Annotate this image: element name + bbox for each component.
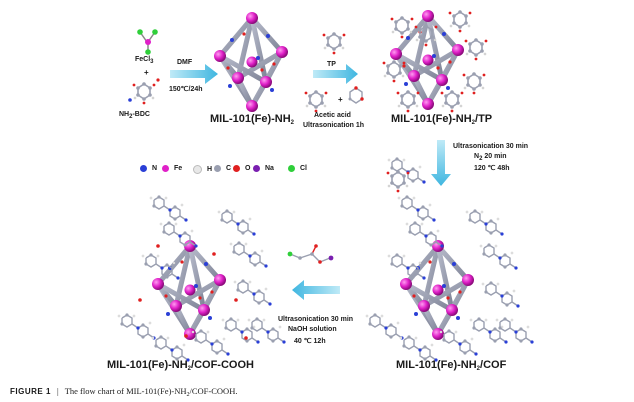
legend-label-n: N [152, 165, 158, 172]
legend-dot-fe [162, 165, 169, 172]
fecl3-molecule [137, 29, 158, 55]
step3-line3: 120 ℃ 48h [474, 165, 510, 172]
legend-item-fe: Fe [162, 165, 182, 172]
step4-line2: NaOH solution [288, 326, 337, 333]
amine-linker-molecule [303, 89, 329, 114]
legend-label-o: O [245, 165, 251, 172]
legend-item-c: C [214, 165, 231, 172]
acetic-acid-molecule [348, 86, 364, 104]
legend-item-cl: Cl [288, 165, 307, 172]
legend-item-n: N [140, 165, 157, 172]
step2-condition: Ultrasonication 1h [303, 122, 365, 129]
legend-label-c: C [226, 165, 232, 172]
caption-figure-number: FIGURE 1 [10, 387, 51, 396]
step4-line3: 40 ℃ 12h [294, 338, 326, 345]
legend-dot-o [233, 165, 240, 172]
product3-label: MIL-101(Fe)-NH2/COF [396, 359, 507, 372]
product2-label: MIL-101(Fe)-NH2/TP [391, 113, 493, 126]
legend-item-h: H [193, 165, 212, 174]
nh2-bdc-molecule [128, 78, 160, 106]
legend-dot-cl [288, 165, 295, 172]
step2-acid: Acetic acid [314, 112, 351, 119]
mil101-tp-structure [381, 10, 489, 114]
legend-label-cl: Cl [300, 165, 307, 172]
chloroacetate-molecule [287, 244, 334, 264]
step2-plus: + [338, 95, 343, 104]
arrow-step1 [170, 64, 218, 84]
product4-label: MIL-101(Fe)-NH2/COF-COOH [107, 359, 254, 372]
mil101-cof-structure [365, 194, 535, 363]
mil101-cof-cooh-structure [117, 194, 287, 363]
legend-item-na: Na [253, 165, 274, 172]
legend-label-h: H [207, 166, 213, 173]
legend-item-o: O [233, 165, 250, 172]
fecl3-label: FeCl3 [135, 56, 154, 65]
legend-dot-na [253, 165, 260, 172]
arrow-step3 [431, 140, 451, 186]
mil101-octahedron [214, 12, 288, 112]
step1-condition: 150℃/24h [169, 86, 203, 93]
caption-separator: | [57, 386, 59, 396]
tp-molecule [321, 31, 347, 56]
arrow-step4 [292, 280, 340, 300]
legend-label-na: Na [265, 165, 274, 172]
legend-label-fe: Fe [174, 165, 183, 172]
arrow-step2 [313, 64, 358, 84]
step1-solvent: DMF [177, 59, 193, 66]
step3-line2: N2 20 min [474, 153, 507, 162]
step3-line1: Ultrasonication 30 min [453, 143, 529, 150]
reactant-plus: + [144, 68, 149, 77]
step2-reagent: TP [327, 61, 336, 68]
product1-label: MIL-101(Fe)-NH2 [210, 113, 295, 126]
step4-line1: Ultrasonication 30 min [278, 316, 354, 323]
caption-text: The flow chart of MIL-101(Fe)-NH2/COF-CO… [64, 386, 238, 398]
legend-dot-n [140, 165, 147, 172]
figure-caption: FIGURE 1 | The flow chart of MIL-101(Fe)… [10, 386, 237, 398]
nh2-bdc-label: NH2-BDC [119, 111, 150, 120]
triamine-molecule [385, 156, 427, 194]
legend-dot-h [193, 165, 202, 174]
legend-dot-c [214, 165, 221, 172]
